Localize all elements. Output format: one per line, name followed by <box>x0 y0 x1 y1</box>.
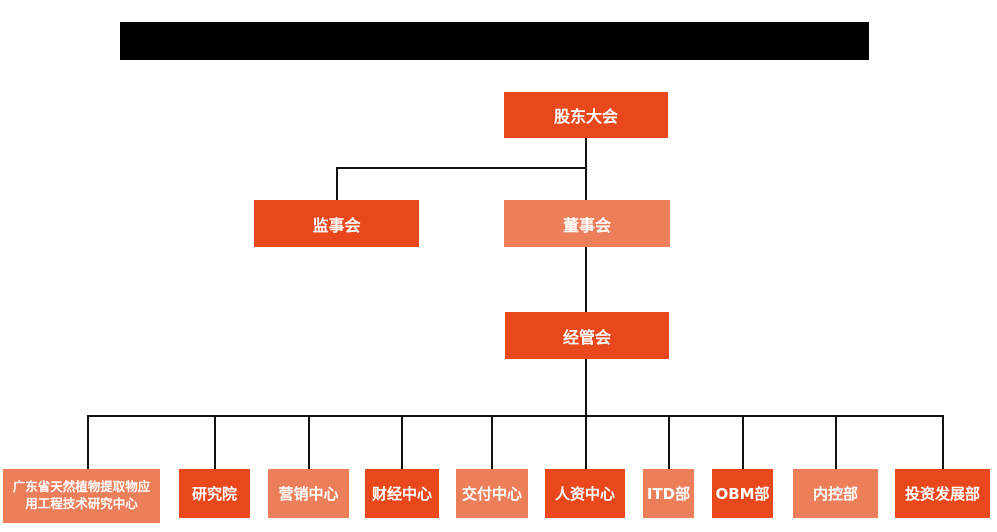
connector-root-drop <box>585 138 587 200</box>
connector-stub <box>491 415 493 469</box>
org-node-investment-development-department: 投资发展部 <box>895 469 990 518</box>
org-node-label: 人资中心 <box>554 485 615 503</box>
org-node-label: 内控部 <box>812 485 858 503</box>
org-node-label: 营销中心 <box>278 485 339 503</box>
org-node-label: 股东大会 <box>553 107 618 126</box>
org-node-label: 交付中心 <box>461 485 522 503</box>
connector-stub <box>401 415 403 469</box>
org-node-delivery-center: 交付中心 <box>456 469 528 518</box>
org-node-obm-department: OBM部 <box>712 469 773 518</box>
org-node-research-institute: 研究院 <box>179 469 250 518</box>
connector-stub <box>585 415 587 469</box>
connector-stub <box>668 415 670 469</box>
connector-board-to-mgmt <box>585 247 587 312</box>
connector-stub <box>835 415 837 469</box>
connector-stub <box>214 415 216 469</box>
org-node-itd-department: ITD部 <box>643 469 694 518</box>
org-node-marketing-center: 营销中心 <box>268 469 349 518</box>
org-node-label: 监事会 <box>312 215 361 235</box>
org-node-supervisory-board: 监事会 <box>254 200 419 247</box>
org-node-hr-center: 人资中心 <box>545 469 625 518</box>
connector-stub <box>742 415 744 469</box>
connector-stub <box>87 415 89 469</box>
org-node-board-of-directors: 董事会 <box>504 200 670 247</box>
redacted-title-bar <box>120 22 869 60</box>
org-node-label: 广东省天然植物提取物应用工程技术研究中心 <box>12 479 151 511</box>
connector-branch-horizontal <box>87 415 944 417</box>
org-node-research-center: 广东省天然植物提取物应用工程技术研究中心 <box>3 469 160 523</box>
org-node-label: 经管会 <box>562 327 611 347</box>
connector-mgmt-drop <box>585 359 587 417</box>
connector-tier2-horizontal <box>336 167 587 169</box>
org-node-label: 投资发展部 <box>904 485 980 503</box>
org-node-shareholders-meeting: 股东大会 <box>504 92 668 138</box>
org-node-finance-center: 财经中心 <box>365 469 439 518</box>
org-node-label: OBM部 <box>715 485 770 503</box>
org-node-management-committee: 经管会 <box>505 312 669 359</box>
org-node-internal-control-department: 内控部 <box>793 469 878 518</box>
connector-stub <box>308 415 310 469</box>
connector-stub <box>942 415 944 469</box>
connector-supervisory-drop <box>336 167 338 200</box>
org-node-label: 研究院 <box>191 485 237 503</box>
org-node-label: 董事会 <box>562 215 611 235</box>
org-node-label: 财经中心 <box>371 485 432 503</box>
org-node-label: ITD部 <box>646 485 691 503</box>
